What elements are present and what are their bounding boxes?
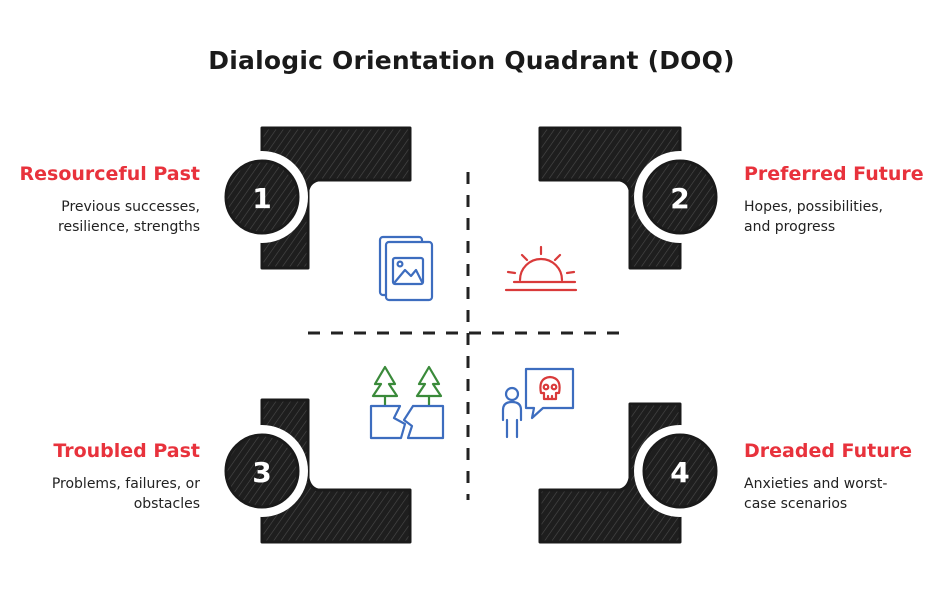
quadrant-2-description-line: Hopes, possibilities, [744, 199, 884, 215]
quadrant-2-shape: 2 [538, 126, 726, 270]
quadrant-4-shape: 4 [538, 402, 726, 544]
page-title: Dialogic Orientation Quadrant (DOQ) [208, 46, 735, 75]
photo-album-icon [378, 235, 434, 302]
quadrant-3-label: Troubled Past Problems, failures, or obs… [52, 440, 200, 514]
quadrant-2-label: Preferred Future Hopes, possibilities, a… [744, 163, 924, 237]
quadrant-4-description-line: case scenarios [744, 496, 848, 512]
quadrant-1-heading: Resourceful Past [19, 163, 200, 185]
quadrant-1-label: Resourceful Past Previous successes, res… [20, 163, 200, 237]
quadrant-4-number: 4 [670, 456, 689, 489]
quadrant-3-description-line: obstacles [133, 496, 200, 512]
sunrise-icon [504, 245, 578, 292]
quadrant-3-description: Problems, failures, or obstacles [52, 474, 200, 514]
quadrant-2-number: 2 [670, 182, 689, 215]
quadrant-4-description: Anxieties and worst- case scenarios [744, 474, 912, 514]
quadrant-2-description-line: and progress [744, 219, 836, 235]
quadrant-1-description-line: Previous successes, [61, 199, 200, 215]
quadrant-4-heading: Dreaded Future [744, 440, 912, 462]
quadrant-4-description-line: Anxieties and worst- [744, 476, 888, 492]
quadrant-3-heading: Troubled Past [53, 440, 200, 462]
quadrant-3-shape: 3 [216, 398, 412, 544]
person-skull-speech-icon [501, 367, 575, 439]
broken-ground-trees-icon [369, 365, 445, 440]
quadrant-4-label: Dreaded Future Anxieties and worst- case… [744, 440, 912, 514]
quadrant-1-number: 1 [252, 182, 271, 215]
quadrant-3-number: 3 [252, 456, 271, 489]
quadrant-1-shape: 1 [216, 126, 412, 270]
quadrant-1-description-line: resilience, strengths [58, 219, 200, 235]
quadrant-2-heading: Preferred Future [744, 163, 924, 185]
quadrant-2-description: Hopes, possibilities, and progress [744, 197, 924, 237]
quadrant-1-description: Previous successes, resilience, strength… [20, 197, 200, 237]
quadrant-3-description-line: Problems, failures, or [51, 476, 200, 492]
